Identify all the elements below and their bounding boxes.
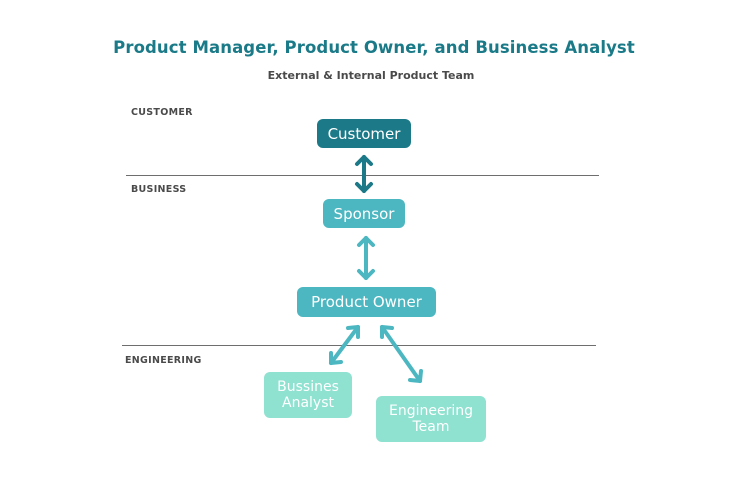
node-engineering-team-label: Engineering Team xyxy=(389,403,473,435)
node-business-analyst: Bussines Analyst xyxy=(264,372,352,418)
diagram-subtitle: External & Internal Product Team xyxy=(267,69,475,82)
section-label-business: BUSINESS xyxy=(131,184,187,195)
divider-business-engineering xyxy=(122,345,596,346)
section-label-engineering: ENGINEERING xyxy=(125,355,202,366)
arrow-sponsor-product-owner xyxy=(357,236,375,280)
arrow-product-owner-engineering-team xyxy=(380,325,423,383)
node-customer: Customer xyxy=(317,119,411,148)
node-engineering-team: Engineering Team xyxy=(376,396,486,442)
node-product-owner-label: Product Owner xyxy=(311,293,422,311)
node-customer-label: Customer xyxy=(327,124,401,143)
arrow-product-owner-business-analyst xyxy=(329,325,360,365)
section-label-customer: CUSTOMER xyxy=(131,107,193,118)
node-sponsor-label: Sponsor xyxy=(333,204,395,223)
arrow-customer-sponsor xyxy=(355,155,373,193)
node-product-owner: Product Owner xyxy=(297,287,436,317)
node-business-analyst-label: Bussines Analyst xyxy=(277,379,339,411)
diagram-title: Product Manager, Product Owner, and Busi… xyxy=(113,38,635,57)
node-sponsor: Sponsor xyxy=(323,199,405,228)
